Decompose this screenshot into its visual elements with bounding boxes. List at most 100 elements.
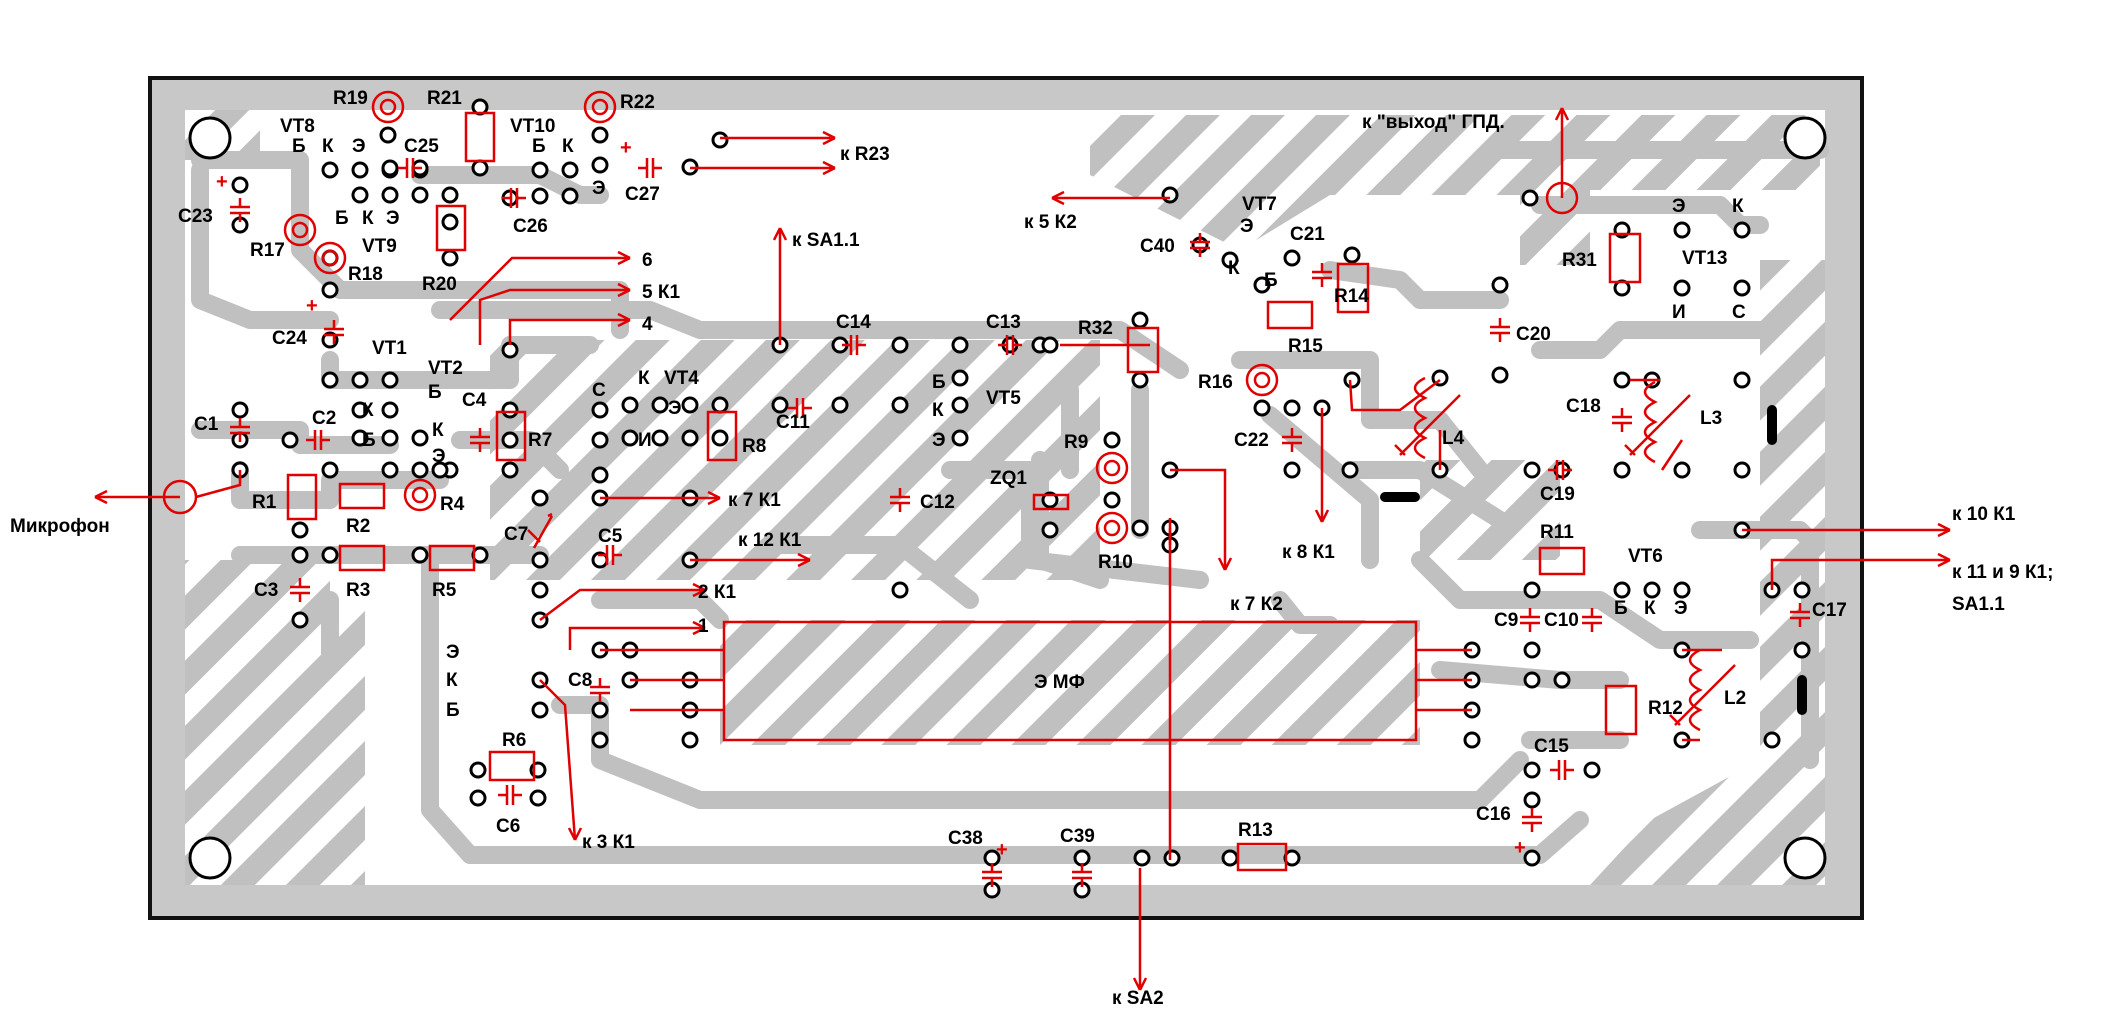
pad — [651, 396, 669, 414]
pad — [1673, 221, 1691, 239]
capacitor-symbol — [398, 158, 422, 178]
label-e: Э — [386, 208, 400, 229]
pad — [531, 161, 549, 179]
label-c20: C20 — [1516, 324, 1551, 345]
pad — [381, 159, 399, 177]
pad — [1763, 731, 1781, 749]
pad — [1253, 399, 1271, 417]
label-c2: C2 — [312, 408, 336, 429]
wire-arrow — [600, 490, 721, 506]
label-vt1: VT1 — [372, 338, 407, 359]
label-c10: C10 — [1544, 610, 1579, 631]
pad — [1673, 581, 1691, 599]
capacitor-symbol — [842, 335, 866, 355]
label-b: Б — [446, 700, 460, 721]
pad — [591, 126, 609, 144]
label-k: К — [446, 670, 458, 691]
label-r6: R6 — [502, 730, 526, 751]
capacitor-symbol — [982, 863, 1002, 887]
label-n1: 1 — [698, 616, 709, 637]
label-r20: R20 — [422, 274, 457, 295]
pad — [411, 546, 429, 564]
label-c17: C17 — [1812, 600, 1847, 621]
label-r9: R9 — [1064, 432, 1088, 453]
label-r15: R15 — [1288, 336, 1323, 357]
wire-arrow — [1554, 107, 1570, 198]
label-e: Э — [352, 136, 366, 157]
component-pads — [231, 98, 1811, 899]
label-c4: C4 — [462, 390, 487, 411]
pad — [1523, 791, 1541, 809]
label-i: И — [1672, 302, 1686, 323]
label-c19: C19 — [1540, 484, 1575, 505]
label-c15: C15 — [1534, 736, 1569, 757]
capacitor-symbol — [890, 488, 910, 512]
polarity-plus-mark: + — [216, 171, 228, 193]
pad — [951, 396, 969, 414]
pad — [621, 396, 639, 414]
capacitor-symbol — [1312, 263, 1332, 287]
pad — [411, 186, 429, 204]
wire-arrow — [720, 130, 836, 146]
pad — [1613, 371, 1631, 389]
pad — [1643, 581, 1661, 599]
label-r18: R18 — [348, 264, 383, 285]
capacitor-symbol — [230, 418, 250, 442]
pad — [1131, 311, 1149, 329]
pad — [291, 546, 309, 564]
pad — [351, 401, 369, 419]
wire-arrow — [1770, 552, 1951, 590]
label-r31: R31 — [1562, 250, 1597, 271]
pad — [891, 336, 909, 354]
label-r12: R12 — [1648, 698, 1683, 719]
label-c3: C3 — [254, 580, 278, 601]
label-c18: C18 — [1566, 396, 1601, 417]
pad — [591, 731, 609, 749]
polarity-plus-mark: + — [1514, 837, 1526, 859]
pad — [1583, 761, 1601, 779]
label-l3: L3 — [1700, 408, 1722, 429]
pad — [561, 187, 579, 205]
capacitor-symbol — [998, 335, 1022, 355]
label-vt8: VT8 — [280, 116, 315, 137]
label-vt5: VT5 — [986, 388, 1021, 409]
capacitors — [230, 158, 1810, 887]
capacitor-symbol — [1550, 760, 1574, 780]
wire-arrow — [1314, 408, 1330, 523]
pad — [951, 429, 969, 447]
pad — [501, 461, 519, 479]
wire-arrow — [568, 620, 706, 650]
pad — [379, 126, 397, 144]
label-vykhod: к "выход" ГПД. — [1362, 112, 1505, 133]
pad — [531, 701, 549, 719]
label-k: К — [1644, 598, 1656, 619]
label-k-8-k1: к 8 К1 — [1282, 542, 1335, 563]
label-r11: R11 — [1540, 522, 1574, 543]
pad — [531, 489, 549, 507]
pad — [1491, 276, 1509, 294]
pad — [1523, 581, 1541, 599]
pad — [1103, 431, 1121, 449]
capacitor-symbol — [502, 188, 526, 208]
label-c6: C6 — [496, 816, 520, 837]
pad — [1103, 491, 1121, 509]
label-c5: C5 — [598, 526, 623, 547]
pad — [291, 521, 309, 539]
label-vt10: VT10 — [510, 116, 555, 137]
wire-arrow — [1132, 868, 1148, 991]
label-n4: 4 — [642, 314, 653, 335]
label-k: К — [322, 136, 334, 157]
label-r5: R5 — [432, 580, 457, 601]
label-mikrofon: Микрофон — [10, 516, 110, 537]
label-sa11: SA1.1 — [1952, 594, 2005, 615]
pad — [501, 341, 519, 359]
label-b: Б — [335, 208, 349, 229]
pad — [1133, 849, 1151, 867]
label-k: К — [932, 400, 944, 421]
pad — [681, 429, 699, 447]
capacitor-symbol — [1582, 608, 1602, 632]
label-e: Э — [1674, 598, 1688, 619]
pad — [441, 213, 459, 231]
label-b: Б — [532, 136, 546, 157]
label-n5-k1: 5 К1 — [642, 282, 680, 303]
